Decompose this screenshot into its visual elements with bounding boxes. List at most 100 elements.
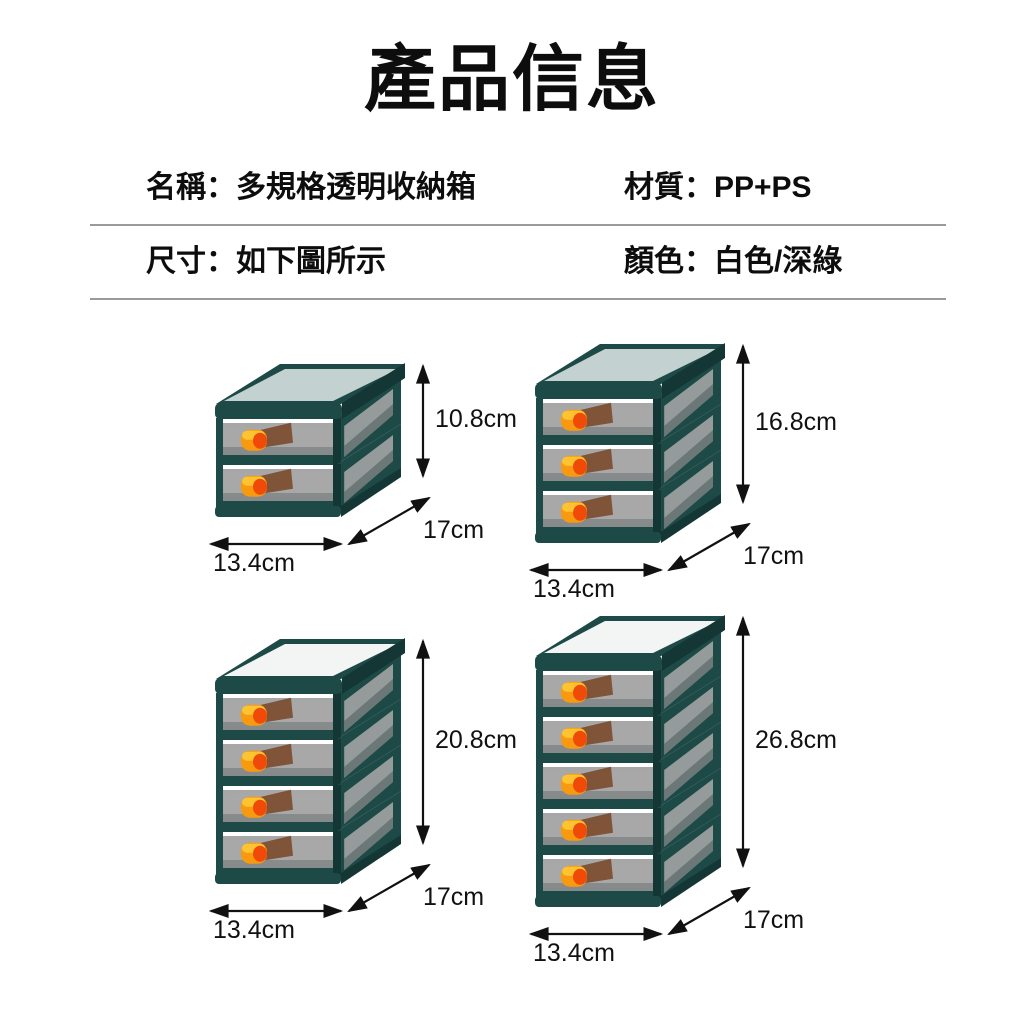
frame-post-left <box>216 693 223 739</box>
depth-dimension-line <box>347 863 431 913</box>
handle-lip <box>573 458 587 475</box>
frame-post-right <box>653 762 661 808</box>
page-title: 產品信息 <box>363 40 660 120</box>
drawer-rail <box>216 822 340 832</box>
side-window-floor <box>344 771 393 824</box>
lid-top-surface <box>544 349 718 381</box>
drawer-row <box>536 450 721 537</box>
drawer-handle <box>561 812 613 841</box>
depth-dimension-line <box>667 522 751 572</box>
lid-front <box>215 678 342 694</box>
spec-size: 尺寸：如下圖所示 <box>146 245 386 278</box>
drawer-row <box>216 745 401 832</box>
dimension-annotations: 20.8cm 13.4cm 17cm <box>208 638 517 944</box>
depth-dimension-label: 17cm <box>423 883 484 911</box>
base-front <box>535 532 661 543</box>
drawer-floor <box>543 883 653 892</box>
handle-lip <box>573 730 587 747</box>
side-window-floor <box>664 748 713 801</box>
width-dimension-label: 13.4cm <box>213 916 295 944</box>
drawer-handle <box>561 494 613 523</box>
drawer-rail <box>536 435 660 445</box>
handle-lip <box>573 504 587 521</box>
drawer-floor <box>543 519 653 528</box>
side-window-floor <box>344 817 393 870</box>
frame-post-right <box>333 693 341 739</box>
drawer-row <box>216 699 401 786</box>
lid <box>535 615 725 671</box>
frame-post-left <box>216 739 223 785</box>
lid-side <box>342 363 405 419</box>
drawer-floor <box>223 722 333 731</box>
width-dimension-label: 13.4cm <box>213 549 295 577</box>
base-front <box>215 506 341 517</box>
handle-lip <box>573 684 587 701</box>
drawer-floor <box>223 860 333 869</box>
drawer-rail <box>216 776 340 786</box>
drawer-floor <box>223 447 333 456</box>
unit-5-drawer: 26.8cm 13.4cm 17cm <box>525 602 841 992</box>
drawer-handle <box>561 402 613 431</box>
drawer-rail <box>216 730 340 740</box>
frame-post-right <box>333 464 341 510</box>
height-dimension-label: 26.8cm <box>755 726 837 754</box>
frame-post-right <box>653 490 661 536</box>
side-window-floor <box>344 725 393 778</box>
drawer-floor <box>543 473 653 482</box>
drawer-handle <box>241 697 293 726</box>
drawer-floor <box>223 768 333 777</box>
drawer-row <box>536 768 721 855</box>
drawer-floor <box>543 699 653 708</box>
lid <box>215 638 405 694</box>
lid <box>535 343 725 399</box>
drawer-row <box>216 653 401 740</box>
handle-lip <box>573 868 587 885</box>
frame-post-left <box>536 398 543 444</box>
frame-post-right <box>653 670 661 716</box>
drawer-row <box>216 378 401 465</box>
handle-lip <box>253 478 267 495</box>
spec-color: 顏色：白色/深綠 <box>624 245 843 278</box>
side-window-floor <box>664 656 713 709</box>
frame-post-left <box>216 464 223 510</box>
height-dimension-label: 20.8cm <box>435 726 517 754</box>
base-front <box>215 873 341 884</box>
drawer-rail <box>536 845 660 855</box>
drawer-row <box>536 676 721 763</box>
side-window-floor <box>344 679 393 732</box>
drawer-handle <box>241 789 293 818</box>
depth-dimension-line <box>347 496 431 546</box>
width-dimension-label: 13.4cm <box>533 939 615 967</box>
frame-post-left <box>216 831 223 877</box>
frame-post-left <box>536 490 543 536</box>
frame-post-right <box>653 444 661 490</box>
frame-post-right <box>653 854 661 900</box>
drawer-floor <box>543 837 653 846</box>
side-window-floor <box>664 476 713 529</box>
frame-post-right <box>333 739 341 785</box>
frame-post-left <box>536 670 543 716</box>
spec-table: 名稱：多規格透明收納箱 材質：PP+PS 尺寸：如下圖所示 顏色：白色/深綠 <box>90 152 946 300</box>
handle-lip <box>253 845 267 862</box>
drawer-handle <box>241 835 293 864</box>
handle-lip <box>253 707 267 724</box>
spec-row-name: 名稱：多規格透明收納箱 材質：PP+PS <box>90 152 946 226</box>
drawer-floor <box>223 814 333 823</box>
drawer-handle <box>241 743 293 772</box>
side-window-floor <box>344 450 393 503</box>
depth-dimension-label: 17cm <box>743 906 804 934</box>
side-window-floor <box>664 702 713 755</box>
drawer-handle <box>241 422 293 451</box>
drawer-floor <box>223 493 333 502</box>
lid-front <box>535 655 662 671</box>
depth-dimension-label: 17cm <box>423 516 484 544</box>
drawer-rail <box>536 707 660 717</box>
handle-lip <box>573 776 587 793</box>
lid-side <box>342 638 405 694</box>
drawer-row <box>536 358 721 445</box>
lid-side <box>662 615 725 671</box>
height-dimension-label: 16.8cm <box>755 408 837 436</box>
frame-post-left <box>536 444 543 490</box>
